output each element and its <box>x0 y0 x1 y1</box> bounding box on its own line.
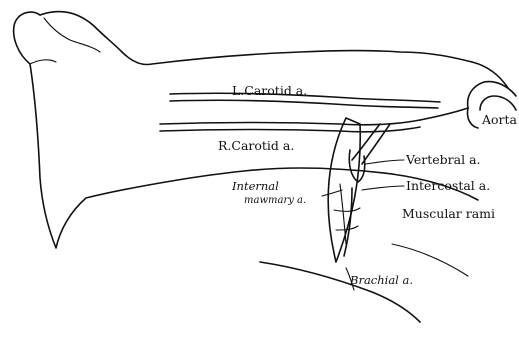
intercostal-artery <box>334 208 360 211</box>
brachiocephalic-trunk <box>420 108 468 120</box>
right-carotid-artery-wall <box>160 127 420 132</box>
subclavian-artery <box>352 124 380 160</box>
internal-mammary-artery <box>340 184 346 244</box>
label-internal-mammary-line1: Internal <box>231 179 279 193</box>
incision-window <box>328 118 360 262</box>
label-right-carotid: R.Carotid a. <box>218 138 294 153</box>
back-outline <box>472 62 508 88</box>
label-aorta: Aorta <box>481 112 518 127</box>
label-muscular-rami: Muscular rami <box>402 206 495 221</box>
left-carotid-artery-wall <box>170 100 438 108</box>
intercostal-leader-line <box>362 186 404 190</box>
label-internal-mammary-line2: mawmary a. <box>244 195 306 206</box>
label-left-carotid: L.Carotid a. <box>232 83 307 98</box>
brachial-artery <box>344 188 352 256</box>
ventral-inner-line <box>392 244 468 276</box>
internal-mammary-leader-line <box>322 190 342 196</box>
ventral-outline <box>260 262 420 322</box>
label-intercostal: Intercostal a. <box>406 178 490 193</box>
aortic-arch <box>468 82 516 108</box>
snout-inner-line <box>30 60 56 64</box>
aortic-arch-inner <box>480 96 516 110</box>
aorta-stem <box>467 108 478 128</box>
label-brachial: Brachial a. <box>349 273 413 287</box>
label-vertebral: Vertebral a. <box>405 152 481 167</box>
muzzle-outline <box>40 12 472 65</box>
right-carotid-artery <box>160 120 420 125</box>
vertebral-leader-line <box>366 160 404 164</box>
